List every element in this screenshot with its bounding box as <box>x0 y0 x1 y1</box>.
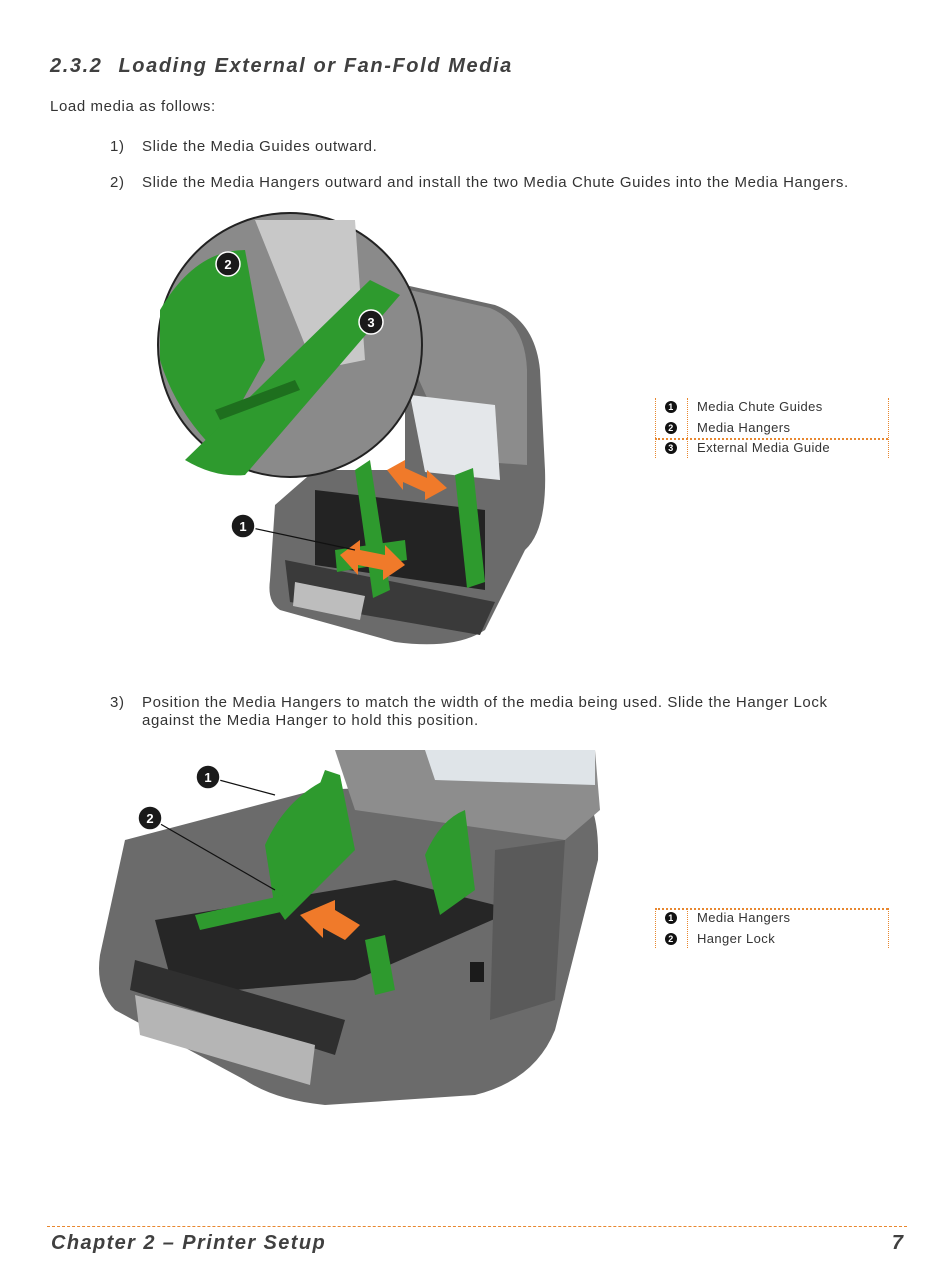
step-text: Slide the Media Guides outward. <box>142 138 378 155</box>
page-number: 7 <box>891 1232 903 1254</box>
step-number: 2) <box>110 174 125 191</box>
legend-row: 3 External Media Guide <box>655 439 888 460</box>
printer-figure-1: 1 2 3 <box>155 210 555 655</box>
legend-row: 2 Hanger Lock <box>655 930 888 951</box>
callout-3-label: 3 <box>367 315 374 330</box>
legend-badge: 2 <box>665 421 677 434</box>
section-number: 2.3.2 <box>50 55 103 77</box>
legend-badge: 1 <box>665 401 677 413</box>
printer-illustration-2: 1 2 <box>99 750 600 1105</box>
figure-2-legend: 1 Media Hangers 2 Hanger Lock <box>655 909 888 950</box>
callout-2-marker <box>215 251 241 277</box>
legend-border-right <box>888 398 889 458</box>
legend-border-mid <box>687 398 688 458</box>
section-heading: 2.3.2 Loading External or Fan-Fold Media <box>50 55 513 78</box>
figure-1-legend: 1 Media Chute Guides 2 Media Hangers 3 E… <box>655 398 888 460</box>
legend-border-left <box>655 908 656 948</box>
legend-border-mid <box>687 908 688 948</box>
legend-badge: 1 <box>665 912 677 924</box>
legend-border-right <box>888 908 889 948</box>
legend-divider <box>655 438 888 440</box>
step-text: Slide the Media Hangers outward and inst… <box>142 174 849 191</box>
printer-illustration-1: 1 2 3 <box>157 212 546 645</box>
section-title: Loading External or Fan-Fold Media <box>118 55 513 77</box>
legend-row: 2 Media Hangers <box>655 419 888 440</box>
callout-2-label: 2 <box>224 257 231 272</box>
intro-text: Load media as follows: <box>50 98 216 115</box>
step-number: 1) <box>110 138 125 155</box>
step-text-line-1: Position the Media Hangers to match the … <box>142 694 828 711</box>
legend-badge: 2 <box>665 932 677 945</box>
callout-2-marker <box>137 805 163 831</box>
callout-2-label: 2 <box>146 811 153 826</box>
printer-figure-2: 1 2 <box>95 750 600 1108</box>
step-text-line-2: against the Media Hanger to hold this po… <box>142 712 479 729</box>
legend-top-border <box>655 908 888 910</box>
footer-chapter: Chapter 2 – Printer Setup <box>51 1232 327 1254</box>
callout-1-marker <box>195 764 221 790</box>
callout-3-marker <box>358 309 384 335</box>
callout-1-label: 1 <box>204 770 211 785</box>
legend-border-left <box>655 398 656 458</box>
legend-label: Media Hangers <box>697 910 791 925</box>
legend-row: 1 Media Chute Guides <box>655 398 888 419</box>
footer-divider <box>47 1226 907 1227</box>
legend-label: External Media Guide <box>697 440 831 455</box>
legend-row: 1 Media Hangers <box>655 909 888 930</box>
legend-badge: 3 <box>665 442 677 454</box>
callout-1-label: 1 <box>239 519 246 534</box>
step-number: 3) <box>110 694 125 711</box>
legend-label: Hanger Lock <box>697 930 776 946</box>
legend-label: Media Chute Guides <box>697 399 823 414</box>
legend-label: Media Hangers <box>697 419 791 435</box>
callout-1-marker <box>230 513 256 539</box>
